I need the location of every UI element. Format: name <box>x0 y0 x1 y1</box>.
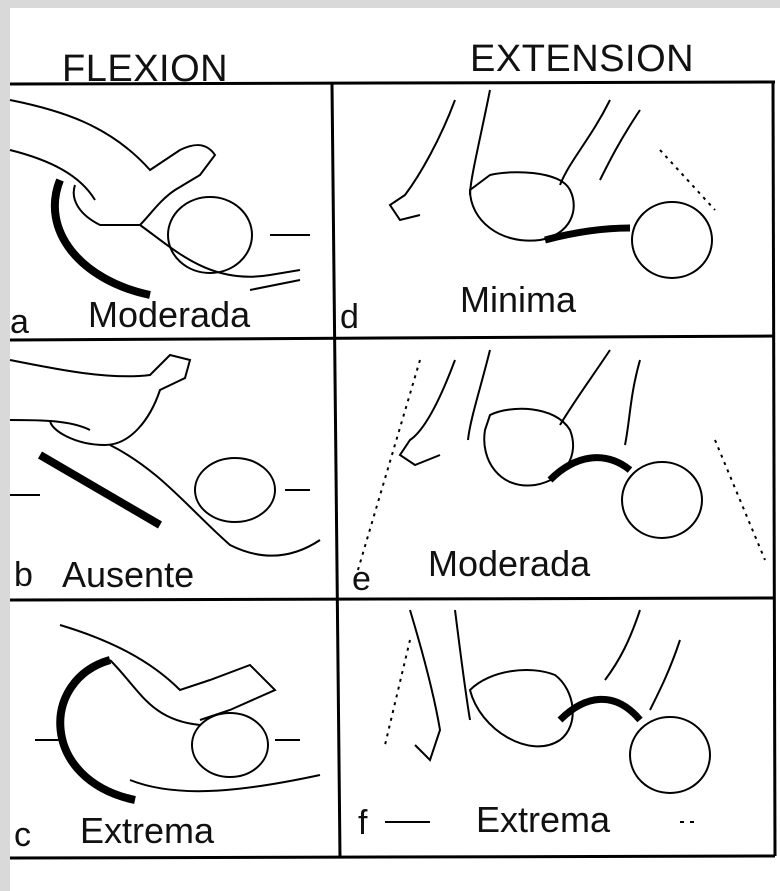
panel-d-right-arm-2 <box>600 110 640 180</box>
panel-b-forearm <box>10 420 90 430</box>
panel-f-letter: f <box>358 806 367 840</box>
panel-d-drawing <box>390 90 715 278</box>
panel-a-letter: a <box>10 305 29 339</box>
panel-d-head <box>632 202 712 278</box>
panel-c-drawing <box>35 625 320 800</box>
grid-line-row1 <box>10 336 775 340</box>
panel-d-letter: d <box>340 300 359 334</box>
panel-e-left-arm <box>400 360 455 465</box>
panel-f-drawing <box>385 610 710 822</box>
panel-d-buttocks <box>470 172 574 240</box>
grid-line-right <box>773 82 775 856</box>
panel-d-left-arm <box>390 100 455 220</box>
panel-b-letter: b <box>14 558 33 592</box>
panel-e-right-arm-2 <box>625 360 640 445</box>
panel-d-curve <box>545 228 630 240</box>
panel-f-label: Extrema <box>476 802 610 838</box>
panel-f-dotted-line <box>385 640 410 745</box>
panel-a-hand-arm <box>10 100 215 225</box>
panel-e-curve <box>550 458 630 480</box>
panel-e-label: Moderada <box>428 546 590 582</box>
grid-line-column <box>332 84 340 858</box>
panel-d-right-arm <box>560 100 610 185</box>
panel-e-right-arm <box>560 350 610 425</box>
panel-b-label: Ausente <box>62 557 194 593</box>
panel-f-right-arm <box>605 610 640 680</box>
panel-a-body <box>140 225 300 277</box>
panel-c-hand-arm <box>60 625 275 720</box>
panel-f-left-arm-2 <box>455 610 470 720</box>
grid-line-row2 <box>10 598 775 600</box>
panel-a-drawing <box>10 100 310 295</box>
grid-line-bottom <box>10 856 775 858</box>
panel-a-arm <box>250 280 300 290</box>
panel-c-curve <box>60 660 135 800</box>
panel-d-left-arm-2 <box>470 90 490 195</box>
panel-b-hand-arm <box>10 355 190 445</box>
panel-a-head <box>168 197 252 273</box>
panel-e-dotted-right <box>715 440 765 560</box>
panel-d-dotted-line <box>660 150 715 210</box>
panel-f-buttocks <box>470 670 573 746</box>
grid-line-top <box>10 82 775 84</box>
panel-f-right-arm-2 <box>650 640 680 710</box>
panel-e-dotted-left <box>355 360 420 580</box>
panel-f-head <box>630 717 710 793</box>
panel-f-left-arm <box>410 610 440 760</box>
panel-e-head <box>622 462 702 538</box>
panel-a-label: Moderada <box>88 297 250 333</box>
panel-c-label: Extrema <box>80 813 214 849</box>
panel-d-label: Minima <box>460 282 576 318</box>
panel-e-letter: e <box>352 562 371 596</box>
panel-b-drawing <box>10 355 320 556</box>
panel-b-head <box>195 458 275 522</box>
panel-c-letter: c <box>14 818 31 852</box>
panel-a-curve <box>55 180 150 295</box>
panel-c-head <box>192 713 268 777</box>
